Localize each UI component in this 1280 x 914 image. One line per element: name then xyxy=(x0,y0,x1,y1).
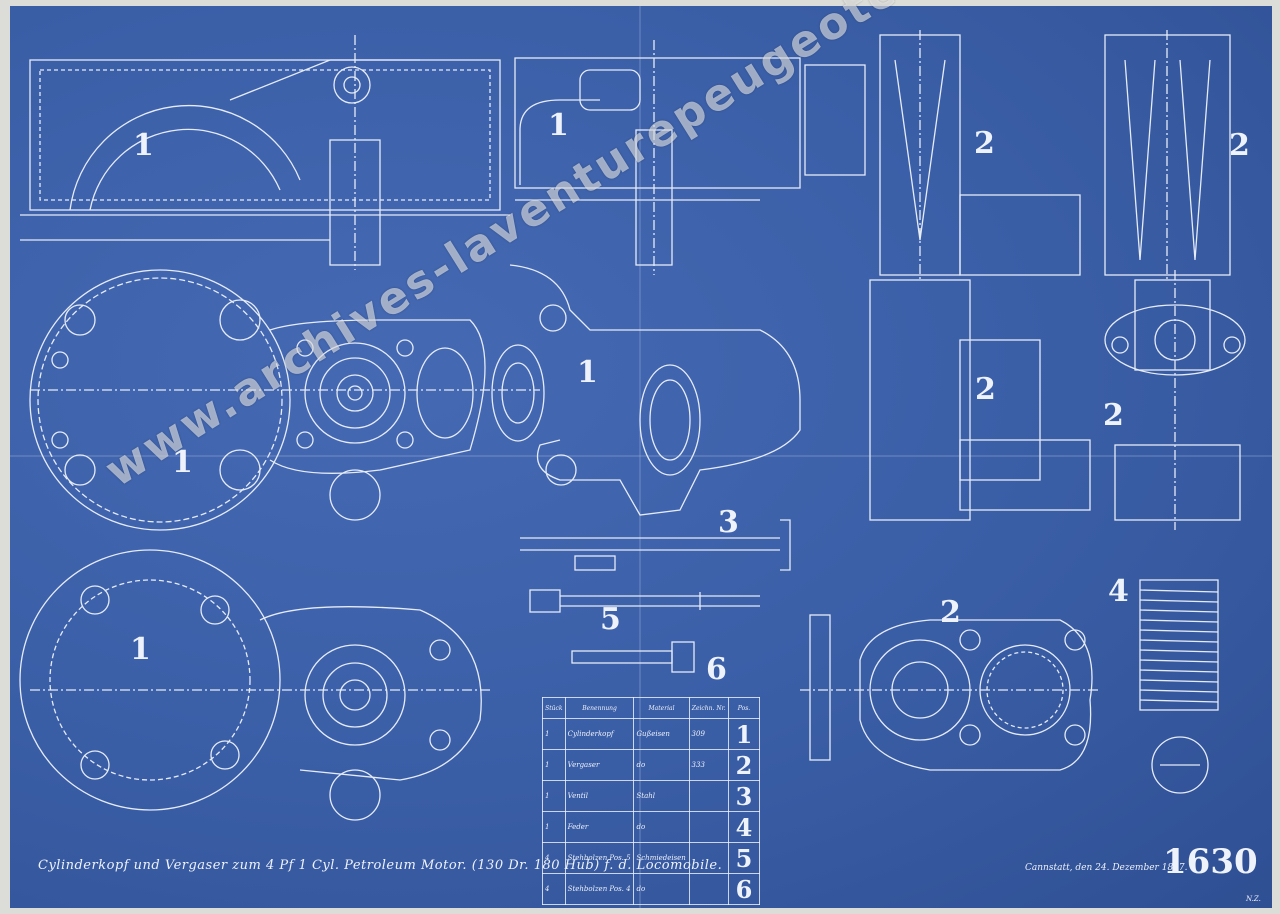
cylinder-head-side-arm xyxy=(509,264,801,516)
cell-ref xyxy=(688,811,730,843)
part-label-2: 2 xyxy=(1103,398,1124,433)
part-label-5: 5 xyxy=(600,602,621,637)
drawing-caption: Cylinderkopf und Vergaser zum 4 Pf 1 Cyl… xyxy=(38,858,723,873)
table-row: 1 Ventil Stahl 3 xyxy=(542,780,760,812)
part-label-2: 2 xyxy=(975,372,996,407)
cell-material: Stahl xyxy=(633,780,690,812)
cell-pos: 5 xyxy=(728,842,760,874)
part-label-2: 2 xyxy=(1229,128,1250,163)
part-label-1: 1 xyxy=(172,445,193,480)
stud-bolt-pos5 xyxy=(529,589,760,613)
header-pos: Pos. xyxy=(728,697,760,719)
parts-list-table: Stück Benennung Material Zeichn. Nr. Pos… xyxy=(542,697,760,905)
table-row: 1 Vergaser do 333 2 xyxy=(542,749,760,781)
cell-name: Cylinderkopf xyxy=(564,718,635,750)
cell-ref: 309 xyxy=(688,718,730,750)
cell-qty: 1 xyxy=(542,718,566,750)
cell-name: Ventil xyxy=(564,780,635,812)
header-qty: Stück xyxy=(542,697,566,719)
cell-ref xyxy=(688,780,730,812)
cell-ref: 333 xyxy=(688,749,730,781)
cell-material: do xyxy=(633,873,690,905)
cell-material: do xyxy=(633,811,690,843)
cell-pos: 1 xyxy=(728,718,760,750)
cell-pos: 2 xyxy=(728,749,760,781)
carburettor-plan xyxy=(800,614,1100,771)
blueprint-paper xyxy=(10,6,1272,908)
cell-pos: 4 xyxy=(728,811,760,843)
part-label-1: 1 xyxy=(130,632,151,667)
part-label-6: 6 xyxy=(706,652,727,687)
part-label-2: 2 xyxy=(940,595,961,630)
cylinder-head-section-front xyxy=(514,40,801,275)
part-label-1: 1 xyxy=(577,355,598,390)
header-material: Material xyxy=(633,697,690,719)
part-label-1: 1 xyxy=(548,108,569,143)
cell-name: Vergaser xyxy=(564,749,635,781)
cell-qty: 4 xyxy=(542,873,566,905)
sheet-number: 1630 xyxy=(1163,842,1258,882)
cell-qty: 1 xyxy=(542,749,566,781)
stud-bolt-pos6 xyxy=(571,641,695,673)
carburettor-section-top xyxy=(804,30,1231,280)
table-row: 1 Cylinderkopf Gußeisen 309 1 xyxy=(542,718,760,750)
table-row: 1 Feder do 4 xyxy=(542,811,760,843)
part-label-4: 4 xyxy=(1108,574,1129,609)
cell-qty: 1 xyxy=(542,780,566,812)
cell-name: Stehbolzen Pos. 4 xyxy=(564,873,635,905)
cylinder-head-section-top xyxy=(20,35,510,270)
part-label-2: 2 xyxy=(974,126,995,161)
cell-qty: 1 xyxy=(542,811,566,843)
cell-name: Feder xyxy=(564,811,635,843)
carburettor-body-elevation xyxy=(869,270,1246,530)
valve-drawing xyxy=(520,519,791,571)
cell-material: do xyxy=(633,749,690,781)
header-name: Benennung xyxy=(564,697,635,719)
header-ref: Zeichn. Nr. xyxy=(688,697,730,719)
cell-pos: 3 xyxy=(728,780,760,812)
cell-ref xyxy=(688,873,730,905)
table-row: 4 Stehbolzen Pos. 4 do 6 xyxy=(542,873,760,905)
part-label-3: 3 xyxy=(718,505,739,540)
spring-drawing xyxy=(1139,579,1219,794)
cell-material: Gußeisen xyxy=(633,718,690,750)
part-label-1: 1 xyxy=(133,128,154,163)
place-date: Cannstatt, den 24. Dezember 1897. xyxy=(1025,863,1188,873)
corner-mark: N.Z. xyxy=(1246,895,1261,903)
cylinder-head-underside xyxy=(19,549,490,821)
parts-table-header: Stück Benennung Material Zeichn. Nr. Pos… xyxy=(542,697,760,719)
cylinder-head-plan xyxy=(29,269,545,531)
cell-pos: 6 xyxy=(728,873,760,905)
